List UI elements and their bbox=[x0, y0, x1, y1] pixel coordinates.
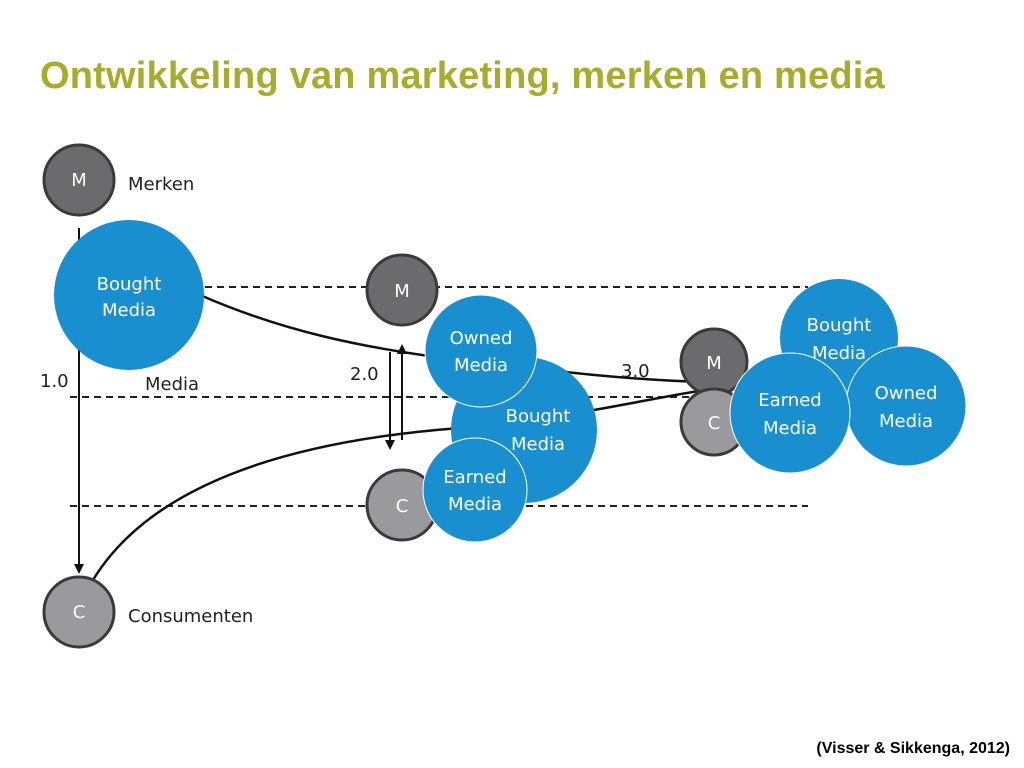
version-label-1-0: 1.0 bbox=[40, 371, 69, 392]
owned-media-node-2-0: Owned Media bbox=[424, 294, 538, 408]
owned-media-3-0-line1: Owned bbox=[875, 383, 938, 404]
earned-media-node-2-0: Earned Media bbox=[422, 437, 528, 543]
brand-node-2-0-label: M bbox=[394, 281, 410, 302]
brand-node-label: M bbox=[71, 170, 87, 191]
brand-node-3-0-label: M bbox=[706, 353, 722, 374]
label-media: Media bbox=[145, 374, 199, 395]
version-label-3-0: 3.0 bbox=[621, 361, 650, 382]
bought-media-1-0-line2: Media bbox=[102, 300, 156, 321]
curve-consumers-to-media bbox=[88, 388, 706, 586]
bought-media-2-0-line1: Bought bbox=[506, 406, 571, 427]
earned-media-3-0-line2: Media bbox=[763, 418, 817, 439]
consumer-node-2-0: C bbox=[365, 468, 439, 542]
bought-media-node-1-0: Bought Media bbox=[54, 220, 204, 370]
earned-media-node-3-0: Earned Media bbox=[729, 352, 851, 474]
consumer-node-2-0-label: C bbox=[396, 496, 409, 517]
owned-media-3-0-line2: Media bbox=[879, 411, 933, 432]
earned-media-2-0-line1: Earned bbox=[443, 467, 506, 488]
owned-media-2-0-line2: Media bbox=[454, 355, 508, 376]
earned-media-3-0-line1: Earned bbox=[758, 390, 821, 411]
earned-media-2-0-line2: Media bbox=[448, 494, 502, 515]
label-merken: Merken bbox=[128, 174, 194, 195]
consumer-node-1-0: C bbox=[42, 575, 116, 649]
bought-media-3-0-line2: Media bbox=[812, 343, 866, 364]
brand-node-2-0: M bbox=[365, 253, 439, 327]
page-title: Ontwikkeling van marketing, merken en me… bbox=[40, 55, 885, 97]
brand-node-3-0: M bbox=[679, 327, 749, 397]
owned-media-node-3-0: Owned Media bbox=[845, 345, 967, 467]
bought-media-1-0-line1: Bought bbox=[97, 274, 162, 295]
citation: (Visser & Sikkenga, 2012) bbox=[816, 740, 1010, 757]
version-label-2-0: 2.0 bbox=[350, 364, 379, 385]
bought-media-2-0-line2: Media bbox=[511, 434, 565, 455]
label-consumenten: Consumenten bbox=[128, 606, 253, 627]
owned-media-2-0-line1: Owned bbox=[450, 328, 513, 349]
consumer-node-3-0-label: C bbox=[708, 413, 721, 434]
bought-media-3-0-line1: Bought bbox=[807, 315, 872, 336]
brand-node-1-0: M bbox=[42, 143, 116, 217]
consumer-node-label: C bbox=[73, 602, 86, 623]
